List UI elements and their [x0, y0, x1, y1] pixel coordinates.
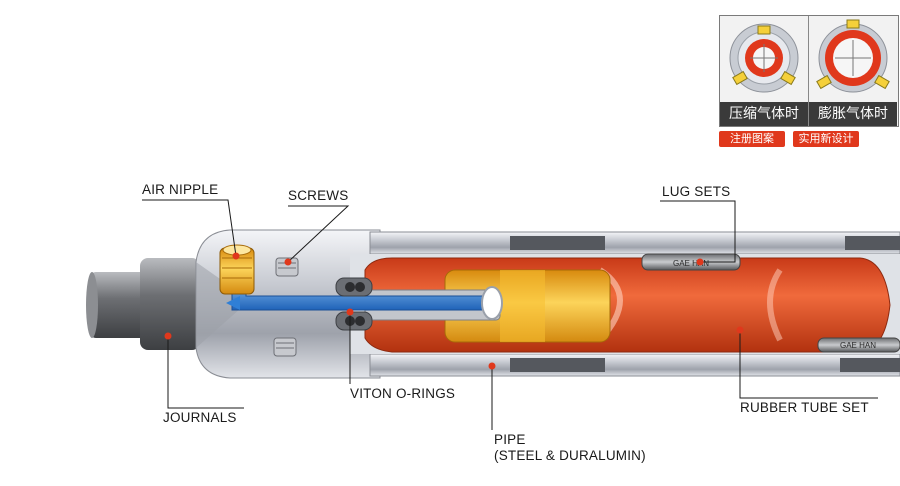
- label-viton-o-rings: VITON O-RINGS: [350, 386, 456, 401]
- caption-compressed: 压缩气体时: [720, 102, 808, 126]
- lug-marking-upper: GAE HAN: [673, 259, 709, 268]
- leader-journals: [167, 336, 244, 409]
- inset-divider: [808, 16, 809, 126]
- badge-utility-model: 实用新设计: [793, 131, 859, 147]
- leader-screws: [287, 205, 350, 263]
- label-pipe-material: (STEEL & DURALUMIN): [494, 448, 646, 463]
- label-rubber-tube-set: RUBBER TUBE SET: [740, 400, 869, 415]
- journal: [86, 258, 200, 350]
- lug-set-lower: GAE HAN: [817, 337, 900, 353]
- compressed-panel: 压缩气体时: [720, 16, 808, 126]
- state-inset: 压缩气体时 膨胀气体时: [719, 15, 899, 127]
- screws: [273, 257, 299, 357]
- air-nipple: [219, 244, 255, 295]
- lug-marking-lower: GAE HAN: [840, 341, 876, 350]
- expanded-panel: 膨胀气体时: [809, 16, 897, 126]
- label-pipe: PIPE: [494, 432, 526, 447]
- dot-screws: [284, 258, 292, 266]
- dot-journals: [164, 332, 172, 340]
- label-screws: SCREWS: [288, 188, 349, 203]
- leader-lug-sets: [660, 200, 736, 263]
- dot-lug-sets: [696, 258, 704, 266]
- compressed-cross-section: [729, 23, 799, 93]
- dot-viton-o-rings: [346, 308, 354, 316]
- viton-o-rings: [335, 277, 373, 331]
- badge-registered-design: 注册图案: [719, 131, 785, 147]
- leader-rubber-tube-set: [739, 330, 878, 399]
- label-air-nipple: AIR NIPPLE: [142, 182, 219, 197]
- dot-rubber-tube-set: [736, 326, 744, 334]
- caption-expanded: 膨胀气体时: [809, 102, 897, 126]
- lug-set-upper: GAE HAN: [641, 253, 741, 271]
- leader-lines: [142, 199, 878, 430]
- callout-dots: [164, 252, 744, 370]
- leader-air-nipple: [142, 199, 237, 257]
- dot-pipe: [488, 362, 496, 370]
- expanded-cross-section: [816, 19, 890, 93]
- label-lug-sets: LUG SETS: [662, 184, 731, 199]
- label-journals: JOURNALS: [163, 410, 237, 425]
- dot-air-nipple: [232, 252, 240, 260]
- brass-sleeve: [444, 269, 611, 343]
